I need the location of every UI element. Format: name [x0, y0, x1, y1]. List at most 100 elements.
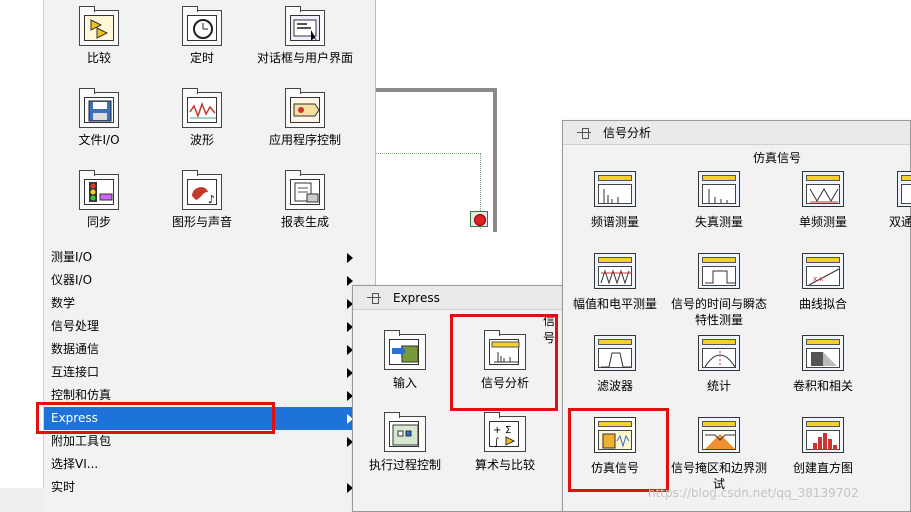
palette-item-sync[interactable]: 同步: [44, 170, 154, 230]
signal-item-filter[interactable]: 滤波器: [563, 333, 667, 394]
palette-item-report[interactable]: 报表生成: [250, 170, 360, 230]
stop-button-icon[interactable]: [470, 211, 488, 227]
signal-item-curve-fit[interactable]: x x 曲线拟合: [771, 251, 875, 312]
hover-tooltip: 仿真信号: [753, 151, 802, 165]
signal-item-label: 单频测量: [798, 215, 847, 229]
express-item-arith-compare[interactable]: + Σ ∫ 算术与比较: [453, 412, 557, 473]
while-loop-border: [376, 88, 497, 232]
menu-item-label: 实时: [51, 480, 76, 494]
menu-item-data-comm[interactable]: 数据通信: [44, 338, 376, 361]
palette-item-file-io[interactable]: 文件I/O: [44, 88, 154, 148]
submenu-arrow-icon: [347, 322, 353, 332]
signal-analysis-palette: 信号分析 仿真信号 频谱测量 失真测量 单频测量 双通 幅值和电平测量 信号的时…: [562, 120, 911, 512]
timing-icon: [698, 251, 740, 291]
menu-item-label: 数据通信: [51, 342, 100, 356]
express-item-exec-control[interactable]: 执行过程控制: [353, 412, 457, 473]
timer-icon: [182, 6, 222, 46]
express-palette: Express 信号 输入 信号分析 执行过程控制 +Σ∫: [352, 285, 564, 512]
signal-item-dual-channel[interactable]: 双通: [875, 169, 911, 230]
express-item-input[interactable]: 输入: [353, 330, 457, 391]
palette-item-label: 文件I/O: [78, 133, 120, 147]
amplitude-icon: [594, 251, 636, 291]
menu-item-addons[interactable]: 附加工具包: [44, 430, 376, 453]
palette-item-app-control[interactable]: 应用程序控制: [250, 88, 360, 148]
palette-item-label: 同步: [86, 215, 111, 229]
palette-item-label: 波形: [189, 133, 214, 147]
signal-titlebar: 信号分析: [563, 121, 910, 145]
svg-text:x x: x x: [813, 275, 824, 283]
graphics-sound-icon: ♪: [182, 170, 222, 210]
palette-item-label: 图形与声音: [171, 215, 232, 229]
menu-item-signal-processing[interactable]: 信号处理: [44, 315, 376, 338]
pin-icon[interactable]: [577, 127, 591, 139]
signal-item-tone[interactable]: 单频测量: [771, 169, 875, 230]
signal-item-histogram[interactable]: 创建直方图: [771, 415, 875, 476]
input-icon: [384, 330, 426, 370]
palette-item-dialog-ui[interactable]: 对话框与用户界面: [250, 6, 360, 66]
express-item-label: 执行过程控制: [368, 458, 441, 472]
pin-icon[interactable]: [367, 292, 381, 304]
signal-item-amplitude[interactable]: 幅值和电平测量: [563, 251, 667, 312]
signal-item-label: 信号的时间与瞬态特性测量: [670, 297, 767, 327]
palette-item-timing[interactable]: 定时: [147, 6, 257, 66]
palette-item-label: 应用程序控制: [268, 133, 341, 147]
watermark: https://blog.csdn.net/qq_38139702: [648, 486, 859, 500]
menu-item-instrument-io[interactable]: 仪器I/O: [44, 269, 376, 292]
menu-item-select-vi[interactable]: 选择VI...: [44, 453, 376, 476]
svg-text:+: +: [493, 425, 501, 436]
signal-item-spectrum[interactable]: 频谱测量: [563, 169, 667, 230]
palette-item-waveform[interactable]: 波形: [147, 88, 257, 148]
signal-analysis-icon: [484, 330, 526, 370]
submenu-arrow-icon: [347, 437, 353, 447]
express-title: Express: [393, 291, 440, 305]
menu-item-label: 仪器I/O: [51, 273, 93, 287]
submenu-arrow-icon: [347, 276, 353, 286]
signal-item-timing[interactable]: 信号的时间与瞬态特性测量: [667, 251, 771, 328]
menu-item-label: 测量I/O: [51, 250, 93, 264]
signal-item-mask-limit[interactable]: 信号掩区和边界测试: [667, 415, 771, 492]
tone-icon: [802, 169, 844, 209]
submenu-arrow-icon: [347, 483, 353, 493]
signal-item-distortion[interactable]: 失真测量: [667, 169, 771, 230]
palette-item-graphics-sound[interactable]: ♪ 图形与声音: [147, 170, 257, 230]
svg-text:∫: ∫: [494, 437, 499, 448]
palette-item-compare[interactable]: 比较: [44, 6, 154, 66]
signal-item-label: 仿真信号: [590, 461, 639, 475]
express-item-label: 输入: [392, 376, 417, 390]
canvas-left-strip: [0, 0, 44, 512]
signal-item-label: 创建直方图: [792, 461, 853, 475]
signal-item-label: 统计: [706, 379, 731, 393]
statistics-icon: [698, 333, 740, 373]
menu-item-math[interactable]: 数学: [44, 292, 376, 315]
menu-item-label: 控制和仿真: [51, 388, 112, 402]
distortion-icon: [698, 169, 740, 209]
exec-control-icon: [384, 412, 426, 452]
menu-item-connectivity[interactable]: 互连接口: [44, 361, 376, 384]
signal-item-label: 滤波器: [596, 379, 633, 393]
menu-item-label: Express: [51, 411, 98, 425]
signal-item-simulate-signal[interactable]: 仿真信号: [563, 415, 667, 476]
spectrum-icon: [594, 169, 636, 209]
signal-item-convolution[interactable]: 卷积和相关: [771, 333, 875, 394]
waveform-icon: [182, 88, 222, 128]
submenu-arrow-icon: [347, 391, 353, 401]
app-control-icon: [285, 88, 325, 128]
file-io-icon: [79, 88, 119, 128]
menu-item-express[interactable]: Express: [44, 407, 376, 430]
signal-item-statistics[interactable]: 统计: [667, 333, 771, 394]
express-item-label: 算术与比较: [474, 458, 535, 472]
menu-item-realtime[interactable]: 实时: [44, 476, 376, 499]
signal-title: 信号分析: [603, 126, 652, 140]
histogram-icon: [802, 415, 844, 455]
convolution-icon: [802, 333, 844, 373]
express-item-signal-analysis[interactable]: 信号分析: [453, 330, 557, 391]
signal-item-label: 双通: [889, 215, 911, 229]
arith-compare-icon: + Σ ∫: [484, 412, 526, 452]
menu-item-measurement-io[interactable]: 测量I/O: [44, 246, 376, 269]
svg-text:Σ: Σ: [505, 425, 511, 436]
signal-item-label: 曲线拟合: [798, 297, 847, 311]
menu-item-control-sim[interactable]: 控制和仿真: [44, 384, 376, 407]
submenu-arrow-icon: [347, 345, 353, 355]
submenu-arrow-icon: [347, 414, 353, 424]
menu-item-label: 附加工具包: [51, 434, 112, 448]
